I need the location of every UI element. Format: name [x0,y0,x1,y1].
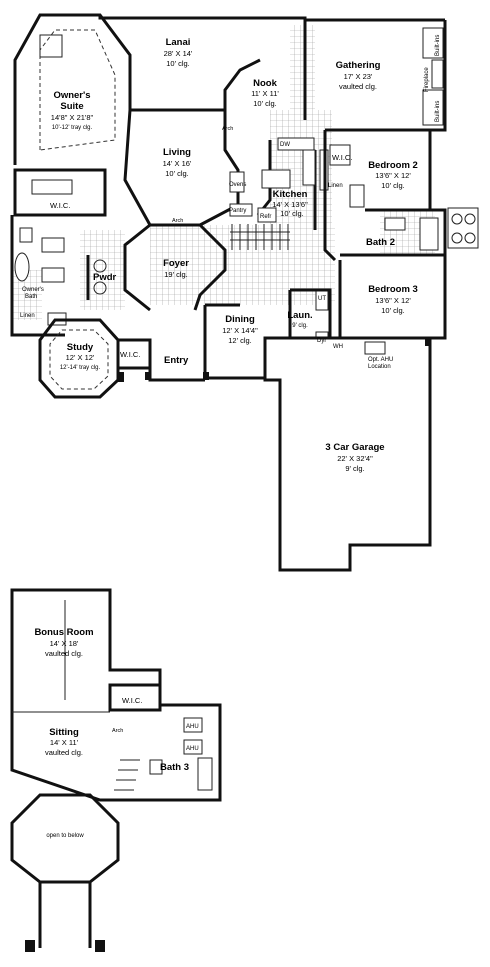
owners-bath-label-2: Bath [25,294,37,300]
owners-suite-wall [13,13,152,226]
minor-labels: W.I.C. W.I.C. W.I.C. W.I.C. Pwdr Bath 2 … [20,35,441,839]
bedroom3-dims: 13'6" X 12' [375,296,411,305]
svg-text:Arch: Arch [112,728,123,734]
gathering-ceiling: vaulted clg. [339,82,377,91]
foyer-dims: 19' clg. [164,270,188,279]
owners-suite-ceiling: 10'-12' tray clg. [52,125,93,131]
study-wic [116,338,152,370]
bonus-wall [10,588,162,712]
lanai-ceiling: 10' clg. [166,59,190,68]
owners-suite-name: Owner's [53,90,90,101]
room-labels: Lanai 28' X 14' 10' clg. Gathering 17' X… [34,37,417,757]
study-ceiling: 12'-14' tray clg. [60,365,101,371]
arch-label: Arch [222,126,233,132]
open-to-below-label: open to below [46,833,84,839]
living-ceiling: 10' clg. [165,169,189,178]
bedroom2-ceiling: 10' clg. [381,181,405,190]
bonus-room-ceiling: vaulted clg. [45,649,83,658]
bedroom2-name: Bedroom 2 [368,160,418,171]
study-dims: 12' X 12' [66,353,95,362]
sitting-ceiling: vaulted clg. [45,748,83,757]
bonus-room-name: Bonus Room [34,627,93,638]
kitchen-dims: 14' X 13'6" [272,200,308,209]
lanai-dims: 28' X 14' [164,49,193,58]
opt-ahu-label: Opt. AHU [368,357,393,363]
utility-tub-label: UT [318,296,326,302]
bedroom3-ceiling: 10' clg. [381,306,405,315]
study-wall [38,318,120,399]
nook-name: Nook [253,78,277,89]
nook-dims: 11' X 11' [251,89,279,98]
bath3-label: Bath 3 [160,762,189,773]
arch-label: Arch [172,218,183,224]
garage-outline [263,336,432,572]
built-ins-label-2: Built-ins [435,101,441,122]
bonus-room-dims: 14' X 18' [50,639,79,648]
first-floor: Arch Arch [10,13,479,572]
living-dims: 14' X 16' [163,159,192,168]
owners-wic [13,168,107,217]
dining-ceiling: 12' clg. [228,336,252,345]
lanai-wall [98,15,445,22]
powder-label: Pwdr [93,272,117,283]
bedroom2-wic-label: W.I.C. [332,153,352,162]
bonus-wic-label: W.I.C. [122,696,142,705]
bedroom2-dims: 13'6" X 12' [375,171,411,180]
study-wic-label: W.I.C. [120,350,140,359]
second-floor: Arch [10,588,222,952]
bath2-label: Bath 2 [366,237,395,248]
bedroom3-name: Bedroom 3 [368,284,418,295]
owners-bath-label: Owner's [22,287,44,293]
dryer-label: Dyr [317,338,326,344]
water-heater-label: WH [333,344,343,350]
laundry-name: Laun. [287,310,312,321]
laundry-ceiling: 9' clg. [292,323,308,329]
kitchen-linen-label: Linen [328,183,343,189]
foyer-name: Foyer [163,258,189,269]
owners-wic-label: W.I.C. [50,201,70,210]
sitting-dims: 14' X 11' [50,738,79,747]
kitchen-name: Kitchen [273,189,308,200]
lanai-name: Lanai [166,37,191,48]
fireplace-label: Fireplace [424,67,430,92]
owners-linen-label: Linen [20,313,35,319]
study-name: Study [67,342,94,353]
kitchen-ceiling: 10' clg. [280,209,304,218]
owners-suite-name-2: Suite [60,101,83,112]
ahu-label-2: AHU [186,746,199,752]
entry-label: Entry [164,355,189,366]
pantry-label: Pantry [229,208,246,214]
dining-name: Dining [225,314,255,325]
dining-dims: 12' X 14'4" [222,326,258,335]
nook-ceiling: 10' clg. [253,99,277,108]
garage-name: 3 Car Garage [325,442,384,453]
garage-ceiling: 9' clg. [345,464,364,473]
owners-suite-dims: 14'8" X 21'8" [51,113,94,122]
ovens-label: Ovens [229,182,246,188]
living-name: Living [163,147,191,158]
garage-dims: 22' X 32'4" [337,454,373,463]
gathering-dims: 17' X 23' [344,72,373,81]
dishwasher-label: DW [280,142,290,148]
refrigerator-label: Refr [260,214,271,220]
built-ins-label-1: Built-ins [435,35,441,56]
opt-ahu-location-label: Location [368,364,391,370]
gathering-name: Gathering [336,60,381,71]
sitting-name: Sitting [49,727,79,738]
ahu-label-1: AHU [186,724,199,730]
